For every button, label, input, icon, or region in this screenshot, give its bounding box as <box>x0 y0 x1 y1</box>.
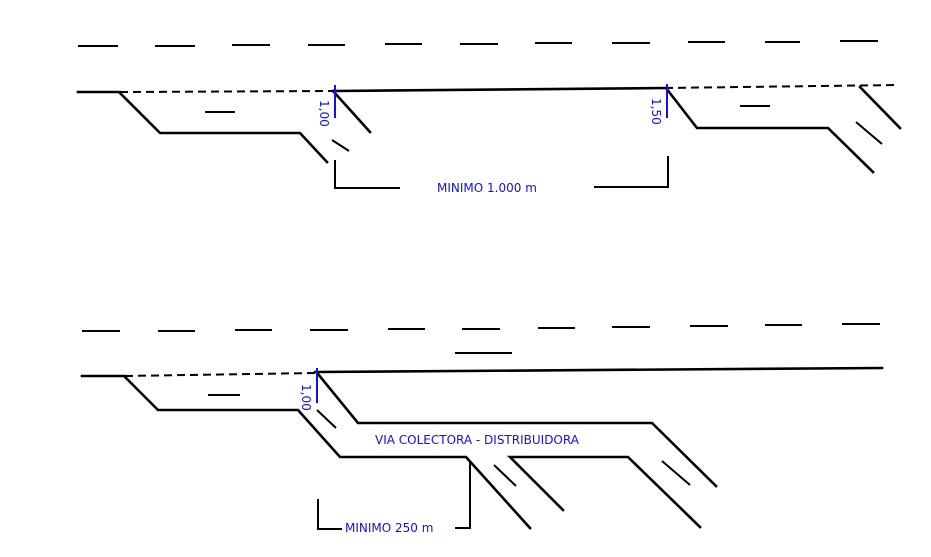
lane-line <box>661 460 691 486</box>
spacing-dimension-line <box>594 156 669 188</box>
lane-line <box>316 409 337 429</box>
collector-road-upper-edge <box>316 372 718 488</box>
collector-exit-ramp <box>506 455 702 529</box>
main-road-edge <box>76 84 899 94</box>
spacing-dimension-line <box>455 462 471 529</box>
lane-line <box>331 139 350 152</box>
collector-road-label: VIA COLECTORA - DISTRIBUIDORA <box>375 433 580 447</box>
spacing-dimension-line <box>334 160 400 189</box>
main-road-edge <box>80 366 884 378</box>
entry-ramp-edge <box>331 89 372 134</box>
exit-ramp-to-collector <box>123 375 532 530</box>
lane-line <box>855 121 883 145</box>
spacing-dimension-line <box>317 499 342 530</box>
top-diagram: 1,00 1,50 MINIMO 1.000 m <box>76 40 902 195</box>
bottom-diagram: VIA COLECTORA - DISTRIBUIDORA 1,00 MINIM… <box>80 323 884 535</box>
lane-divider-dashes <box>78 40 878 47</box>
lane-divider-dashes <box>82 323 880 354</box>
spacing-label: MINIMO 250 m <box>345 521 433 535</box>
offset-dimension-left-label: 1,00 <box>317 100 331 127</box>
lane-line <box>493 464 517 487</box>
offset-dimension-label: 1,00 <box>299 384 313 411</box>
offset-dimension-right-label: 1,50 <box>649 98 663 125</box>
exit-ramp-left <box>118 91 329 164</box>
spacing-label: MINIMO 1.000 m <box>437 181 537 195</box>
entry-ramp-edge <box>858 85 902 130</box>
exit-ramp-right <box>664 86 875 174</box>
